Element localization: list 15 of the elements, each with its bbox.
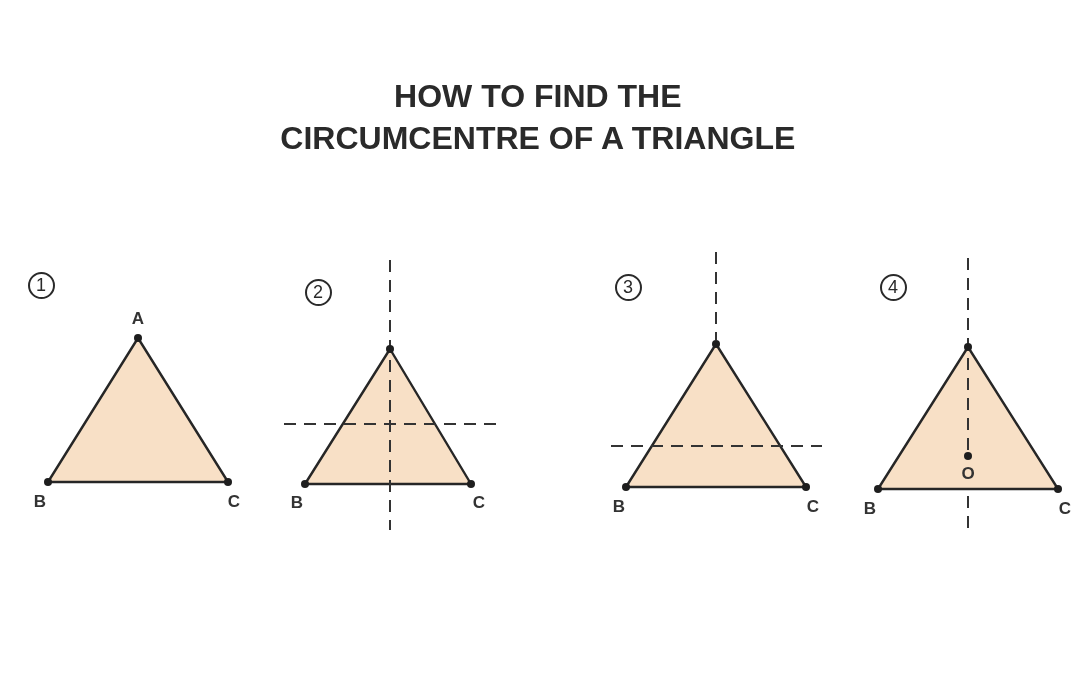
vertex-label: C — [227, 493, 241, 511]
step-number: 3 — [614, 273, 642, 301]
vertex-label: B — [33, 493, 47, 511]
title: HOW TO FIND THE CIRCUMCENTRE OF A TRIANGLE — [279, 77, 797, 158]
point-label: O — [961, 465, 975, 483]
step-number: 1 — [27, 271, 55, 299]
step-number: 4 — [879, 273, 907, 301]
vertex-label: C — [472, 494, 486, 512]
vertex-label: B — [290, 494, 304, 512]
vertex-label: B — [612, 498, 626, 516]
step-number: 2 — [304, 278, 332, 306]
vertex-label: A — [131, 310, 145, 328]
vertex-label: C — [806, 498, 820, 516]
vertex-label: B — [863, 500, 877, 518]
vertex-label: C — [1058, 500, 1072, 518]
